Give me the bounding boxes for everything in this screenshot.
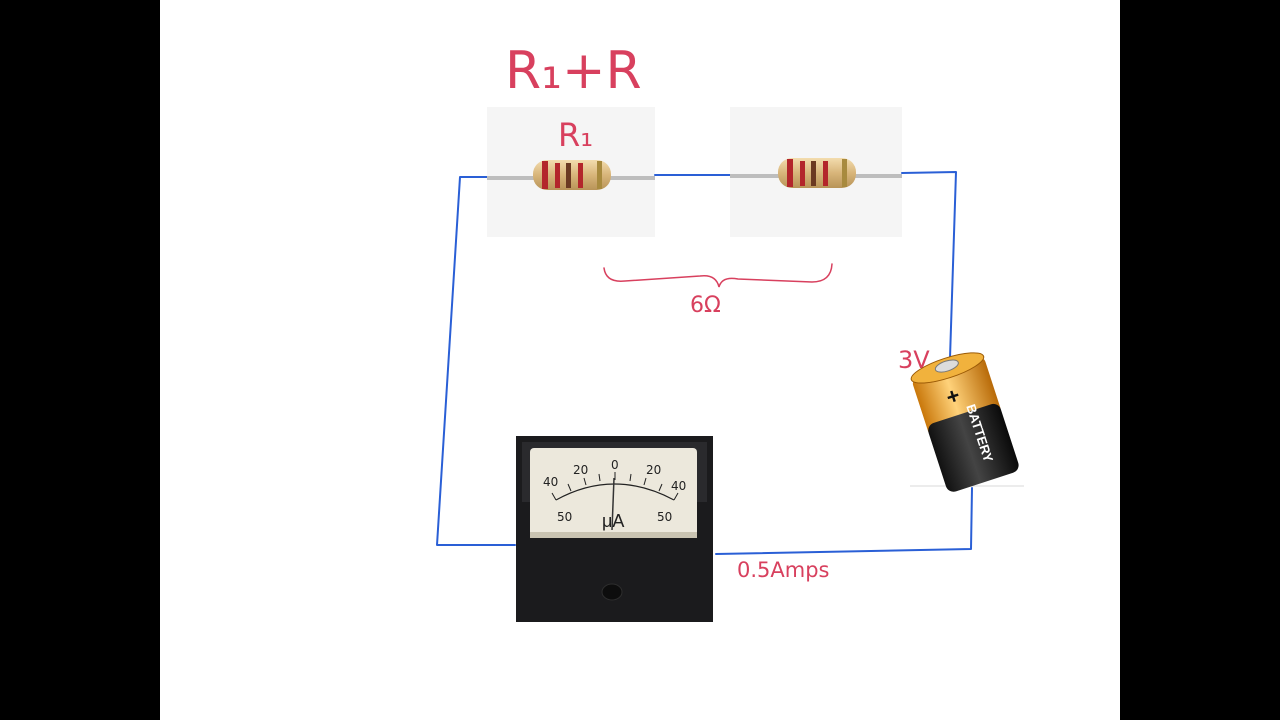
whiteboard: R₁+R R₁ 6Ω 3V 0.5Amps + BATTERY — [160, 0, 1120, 720]
wire-left — [436, 176, 516, 546]
meter-adjust-knob — [601, 583, 623, 601]
combined-resistance: 6Ω — [690, 293, 721, 318]
meter-ticks — [551, 472, 679, 501]
ammeter: 50 40 20 0 20 40 50 μA — [516, 436, 713, 622]
meter-right-40: 40 — [671, 479, 686, 493]
title-expression: R₁+R — [505, 41, 642, 101]
meter-left-20: 20 — [573, 463, 588, 477]
resistor-1-label: R₁ — [558, 116, 593, 154]
current-annotation: 0.5Amps — [737, 558, 830, 582]
resistor-1 — [487, 160, 655, 190]
meter-left-40: 40 — [543, 475, 558, 489]
meter-needle — [611, 477, 615, 531]
meter-left-50: 50 — [557, 510, 572, 524]
circuit-diagram: R₁+R R₁ 6Ω 3V 0.5Amps + BATTERY — [436, 41, 1024, 622]
meter-center-0: 0 — [611, 458, 619, 472]
meter-right-20: 20 — [646, 463, 661, 477]
wire-battery-to-meter — [715, 487, 973, 555]
meter-right-50: 50 — [657, 510, 672, 524]
resistor-2 — [730, 158, 902, 188]
brace-under-resistors — [603, 263, 833, 288]
meter-unit: μA — [602, 511, 624, 531]
battery: + BATTERY — [910, 352, 1024, 492]
wire-to-battery-top — [901, 171, 957, 359]
